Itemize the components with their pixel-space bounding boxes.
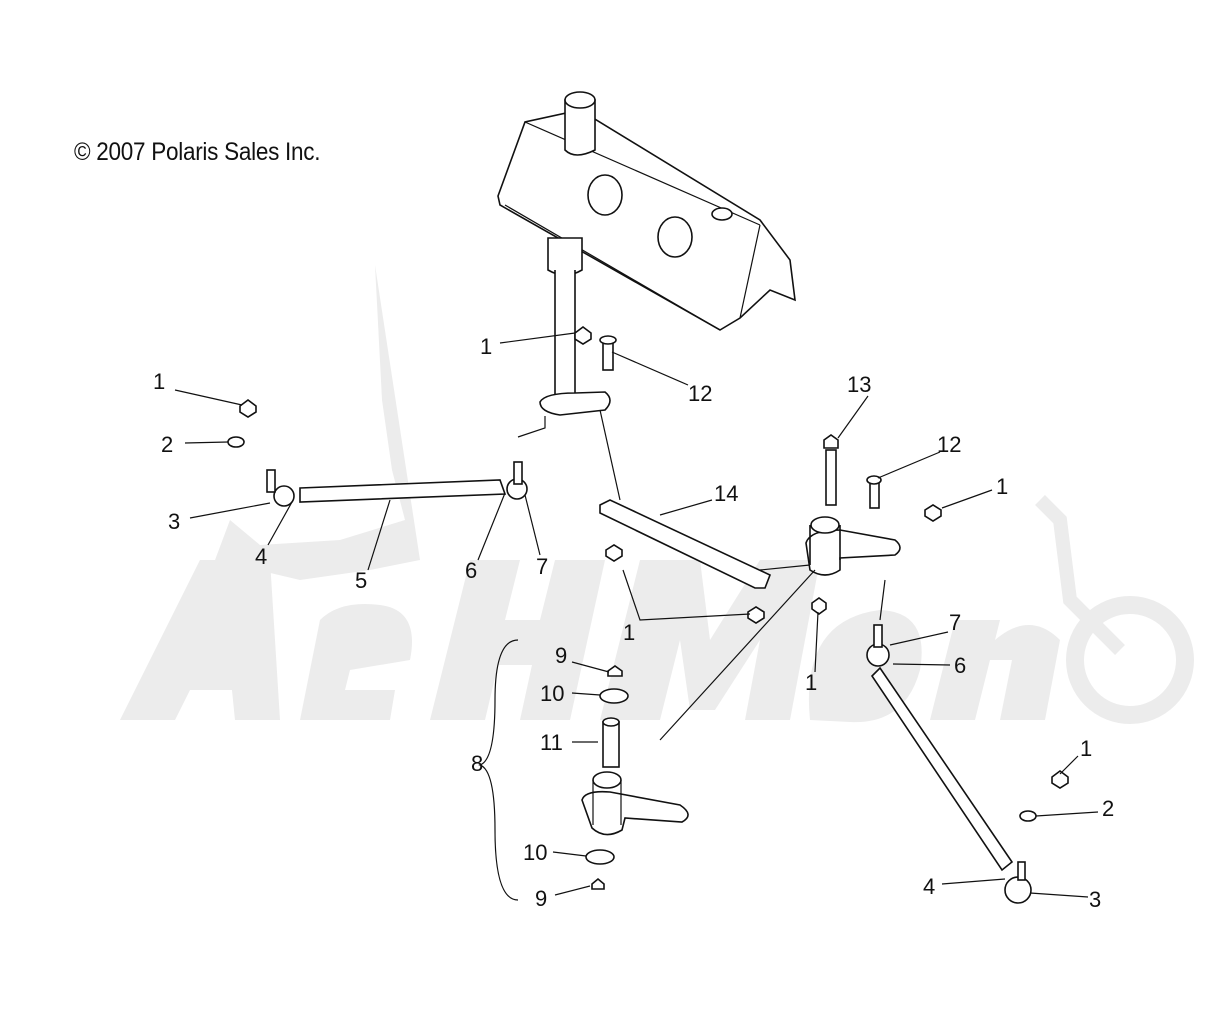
callout: 3 [1089, 887, 1101, 912]
callout: 9 [535, 886, 547, 911]
bracket-8 [478, 639, 519, 901]
copyright-notice: © 2007 Polaris Sales Inc. [74, 138, 321, 166]
callout: 8 [471, 751, 483, 776]
callout: 10 [540, 681, 564, 706]
parts [227, 326, 1069, 904]
callout: 2 [161, 432, 173, 457]
callout: 12 [688, 381, 712, 406]
callout: 11 [540, 730, 563, 755]
callout: 1 [1080, 736, 1092, 761]
callout: 9 [555, 643, 567, 668]
callout: 14 [714, 481, 738, 506]
callout: 3 [168, 509, 180, 534]
callout: 13 [847, 372, 871, 397]
callout: 7 [536, 554, 548, 579]
callout-labels: 1 12 1 2 3 4 5 6 7 13 12 14 1 1 9 10 11 … [153, 334, 1114, 912]
callout: 1 [153, 369, 165, 394]
callout: 2 [1102, 796, 1114, 821]
callout: 1 [623, 620, 635, 645]
callout: 5 [355, 568, 367, 593]
callout: 1 [805, 670, 817, 695]
assembly-lines [478, 409, 886, 901]
callout: 4 [923, 874, 935, 899]
callout: 1 [480, 334, 492, 359]
callout: 6 [954, 653, 966, 678]
callout: 10 [523, 840, 547, 865]
callout: 6 [465, 558, 477, 583]
leader-lines [174, 332, 1099, 898]
steering-frame [497, 91, 796, 416]
callout: 12 [937, 432, 961, 457]
callout: 7 [949, 610, 961, 635]
callout: 1 [996, 474, 1008, 499]
watermark [120, 265, 1194, 724]
callout: 4 [255, 544, 267, 569]
